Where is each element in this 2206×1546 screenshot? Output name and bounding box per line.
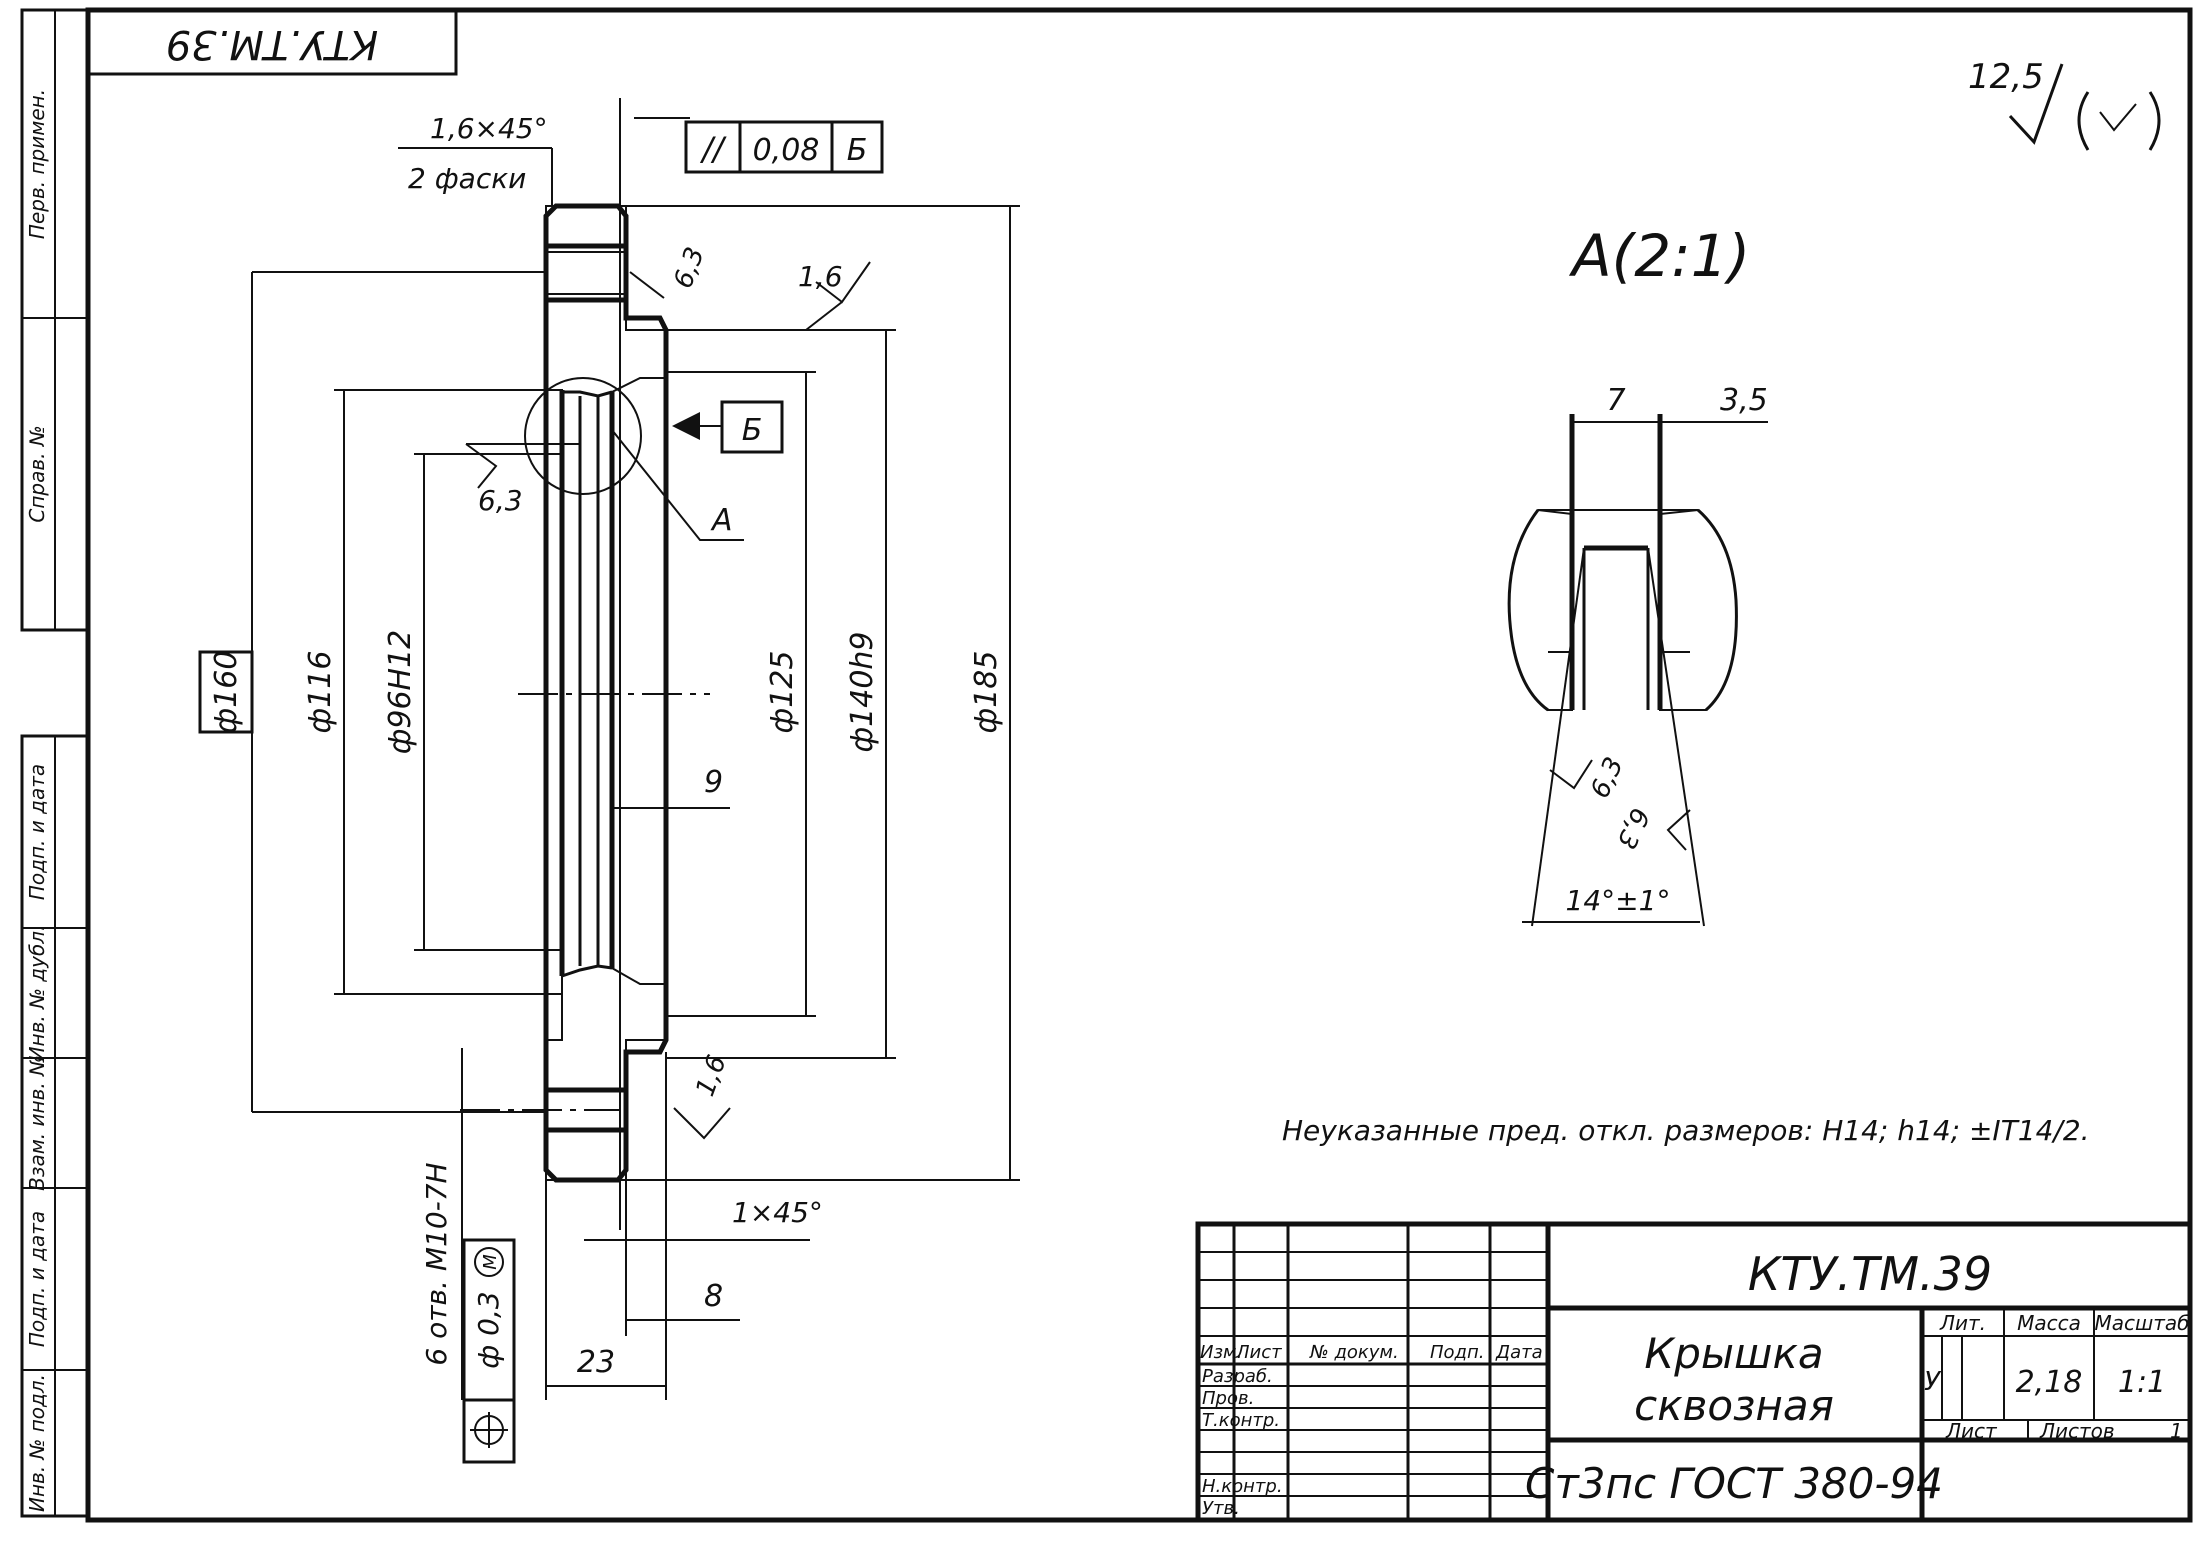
dim-d140: ф140h9 bbox=[845, 631, 880, 752]
chamfer-count: 2 фаски bbox=[408, 162, 526, 195]
datum-label: Б bbox=[742, 413, 763, 448]
tb-name-2: сквозная bbox=[1634, 1381, 1834, 1430]
tb-name-1: Крышка bbox=[1644, 1329, 1823, 1378]
tb-sheets-label: Листов bbox=[2039, 1419, 2115, 1443]
main-part-view bbox=[460, 98, 710, 1230]
tol-datum: Б bbox=[847, 133, 868, 168]
detail-dim-3-5: 3,5 bbox=[1720, 383, 1768, 418]
detail-dim-7: 7 bbox=[1606, 383, 1625, 418]
tb-sheet-label: Лист bbox=[1945, 1419, 1998, 1443]
role-3: Т.контр. bbox=[1202, 1410, 1280, 1431]
rotated-code-stamp: КТУ.ТМ.39 bbox=[86, 8, 458, 76]
tb-mass-label: Масса bbox=[2017, 1311, 2081, 1335]
side-label-3: Подп. и дата bbox=[25, 764, 49, 900]
hdr-list: Лист bbox=[1235, 1342, 1282, 1363]
title-block: Изм. Лист № докум. Подп. Дата Разраб. Пр… bbox=[1195, 1221, 2193, 1523]
general-roughness-value: 12,5 bbox=[1968, 57, 2044, 97]
holes-label: 6 отв. М10-7Н bbox=[420, 1162, 453, 1365]
section-view-title: А(2:1) bbox=[1568, 222, 1750, 290]
side-label-1: Перв. примен. bbox=[25, 89, 49, 239]
side-columns: Перв. примен. Справ. № Подп. и дата Инв.… bbox=[20, 8, 90, 1518]
dim-d96: ф96H12 bbox=[383, 630, 418, 755]
dim-8: 8 bbox=[704, 1279, 723, 1314]
tb-scale-label: Масштаб bbox=[2094, 1311, 2189, 1335]
hdr-sign: Подп. bbox=[1430, 1342, 1484, 1363]
role-5: Утв. bbox=[1202, 1498, 1240, 1519]
side-label-2: Справ. № bbox=[25, 425, 49, 522]
tb-material: Ст3пс ГОСТ 380-94 bbox=[1525, 1459, 1943, 1508]
detail-angle: 14°±1° bbox=[1566, 884, 1671, 917]
dim-23: 23 bbox=[577, 1345, 615, 1380]
dim-d185: ф185 bbox=[969, 651, 1004, 734]
dim-9: 9 bbox=[704, 765, 723, 800]
roughness-1-6-a: 1,6 bbox=[798, 260, 843, 293]
tol-symbol: // bbox=[699, 130, 727, 168]
dim-d160: ф160 bbox=[209, 651, 244, 734]
tol-value: 0,08 bbox=[753, 133, 820, 168]
tb-scale-value: 1:1 bbox=[2118, 1365, 2166, 1400]
dim-d116: ф116 bbox=[303, 651, 338, 734]
tolerance-frame: // 0,08 Б bbox=[684, 120, 884, 174]
tb-sheets-value: 1 bbox=[2170, 1419, 2183, 1443]
main-dimensions: ф160 ф116 ф96H12 ф125 ф140h9 ф185 9 1,6×… bbox=[198, 112, 1020, 1464]
roughness-6-3-a: 6,3 bbox=[668, 243, 710, 292]
tb-mass-value: 2,18 bbox=[2016, 1365, 2083, 1400]
side-label-6: Подп. и дата bbox=[25, 1211, 49, 1347]
side-label-5: Взам. инв. № bbox=[25, 1055, 49, 1191]
general-roughness: 12,5 bbox=[1968, 57, 2161, 151]
detail-rough-b: 6,3 bbox=[1610, 803, 1655, 853]
role-2: Пров. bbox=[1202, 1388, 1254, 1409]
hdr-doc: № докум. bbox=[1309, 1342, 1399, 1363]
tb-code: КТУ.ТМ.39 bbox=[1748, 1247, 1992, 1301]
role-4: Н.контр. bbox=[1202, 1476, 1283, 1497]
detail-label: А bbox=[710, 503, 733, 538]
dim-d125: ф125 bbox=[765, 651, 800, 734]
hdr-izm: Изм. bbox=[1200, 1342, 1242, 1363]
stamp-code-text: КТУ.ТМ.39 bbox=[166, 21, 378, 67]
role-1: Разраб. bbox=[1202, 1366, 1273, 1387]
tb-lit-label: Лит. bbox=[1939, 1311, 1986, 1335]
roughness-6-3-b: 6,3 bbox=[478, 484, 523, 517]
detail-view-a: 7 3,5 6,3 6,3 14°±1° bbox=[1507, 383, 1768, 927]
tb-lit-value: У bbox=[1924, 1367, 1942, 1397]
side-label-7: Инв. № подл. bbox=[25, 1374, 49, 1512]
side-label-4: Инв. № дубл. bbox=[25, 925, 49, 1062]
position-tolerance-frame: ф 0,3 M bbox=[462, 1238, 516, 1464]
position-mod: M bbox=[480, 1254, 501, 1270]
tolerance-note: Неуказанные пред. откл. размеров: Н14; h… bbox=[1282, 1114, 2090, 1147]
chamfer-label: 1,6×45° bbox=[430, 112, 548, 145]
dim-chamfer2: 1×45° bbox=[732, 1196, 823, 1229]
position-tol: ф 0,3 bbox=[472, 1291, 505, 1368]
hdr-date: Дата bbox=[1495, 1342, 1543, 1363]
